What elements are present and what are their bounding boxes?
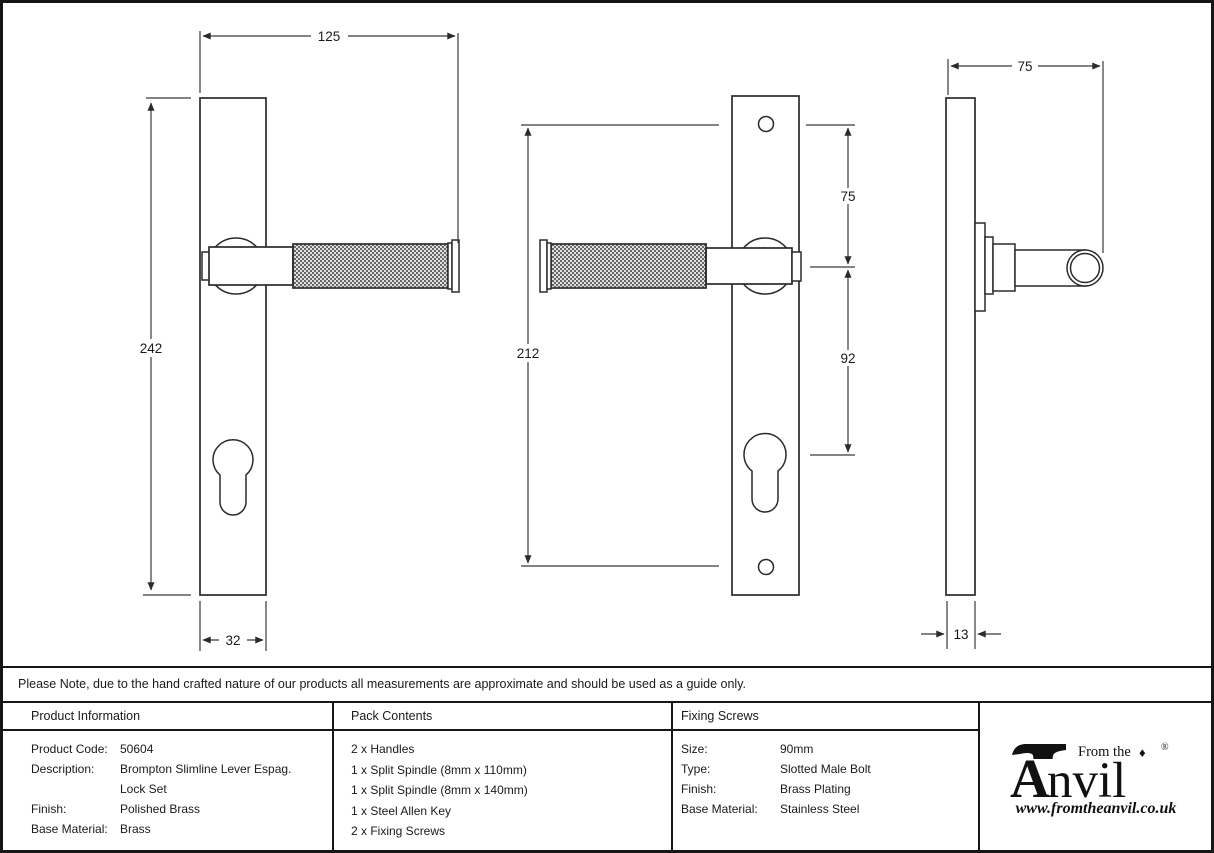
pack-contents-body: 2 x Handles 1 x Split Spindle (8mm x 110… [334,731,671,850]
side-backplate [945,97,976,596]
list-item: 1 x Steel Allen Key [351,803,452,818]
rear-lever-cap-inner [546,242,552,290]
row-label: Base Material: [681,802,758,816]
table-row: Type: Slotted Male Bolt [673,759,978,779]
side-rose-step [984,236,994,295]
front-width-dimension: 125 [318,29,341,44]
row-value: Brass [120,822,151,836]
side-thickness-extension-lines [946,601,976,649]
product-information-column: Product Information Product Code: 50604 … [3,703,334,850]
table-row: Product Code: 50604 [3,739,332,759]
side-rose-base [974,222,986,312]
table-row: Base Material: Stainless Steel [673,799,978,819]
pack-contents-header: Pack Contents [334,703,671,731]
fixing-screws-header: Fixing Screws [673,703,978,731]
side-lever-collar [992,243,1016,292]
rear-backplate [731,95,800,596]
front-backplate [199,97,267,596]
info-table: Product Information Product Code: 50604 … [3,701,1211,850]
table-row: Finish: Polished Brass [3,799,332,819]
rear-top-screw-hole [757,115,775,133]
row-value: 90mm [780,742,814,756]
row-label: Description: [31,762,95,776]
fixing-screws-body: Size: 90mm Type: Slotted Male Bolt Finis… [673,731,978,850]
technical-drawing-svg: 125 242 32 [132,28,1104,651]
list-item: 2 x Fixing Screws [351,824,446,838]
rear-centres-extension-lines [521,124,719,567]
front-view: 125 242 32 [132,28,460,651]
rear-top-extension-lines [806,124,855,268]
side-thickness-dimension: 13 [953,627,968,642]
product-information-body: Product Code: 50604 Description: Brompto… [3,731,332,850]
row-value: Stainless Steel [780,802,860,816]
rear-lever-neck [705,247,793,285]
logo-from-the: From the [1078,744,1131,760]
rear-lever-collar [791,251,802,282]
rear-top-to-handle-dimension: 75 [840,189,855,204]
brand-logo-cell: A nvil From the ♦ ® www.fromtheanvil.co.… [980,703,1211,850]
front-width-extension-lines [199,31,459,243]
list-item: 1 x Split Spindle (8mm x 140mm) [351,783,528,797]
front-plate-width-dimension: 32 [225,633,240,648]
front-euro-keyhole [212,439,254,516]
row-label: Type: [681,762,711,776]
front-lever-knurled-grip [292,243,449,289]
measurement-note: Please Note, due to the hand crafted nat… [3,666,1211,701]
rear-bottom-screw-hole [757,558,775,576]
diamond-icon: ♦ [1139,745,1146,760]
front-lever-cap-outer [451,239,460,293]
side-projection-extension-lines [947,59,1104,253]
row-label: Base Material: [31,822,108,836]
row-value: Brass Plating [780,782,851,796]
side-projection-dimension: 75 [1017,59,1032,74]
row-value: Brompton Slimline Lever Espag. Lock Set [120,762,292,796]
front-height-dimension: 242 [140,341,163,356]
front-plate-width-extension-lines [199,601,267,651]
table-row: Description: Brompton Slimline Lever Esp… [3,759,332,799]
row-label: Size: [681,742,708,756]
rear-view: 212 75 92 [508,95,860,596]
list-item: 1 x Split Spindle (8mm x 110mm) [351,762,527,777]
anvil-icon [1011,743,1066,759]
side-view: 75 13 [921,58,1104,649]
rear-handle-to-cylinder-dimension: 92 [840,351,855,366]
logo-website: www.fromtheanvil.co.uk [1015,800,1176,817]
fixing-screws-column: Fixing Screws Size: 90mm Type: Slotted M… [673,703,980,850]
side-grip-end-inner [1069,252,1101,284]
registered-trademark-icon: ® [1161,742,1169,753]
product-information-header: Product Information [3,703,332,731]
table-row: Base Material: Brass [3,819,332,839]
pack-contents-column: Pack Contents 2 x Handles 1 x Split Spin… [334,703,673,850]
front-lever-neck [208,246,294,286]
row-label: Product Code: [31,742,108,756]
from-the-anvil-logo: A nvil From the ♦ ® www.fromtheanvil.co.… [1010,742,1176,817]
rear-centres-dimension: 212 [517,346,540,361]
row-value: Polished Brass [120,802,201,816]
rear-lever-cap-outer [539,239,548,293]
logo-name-rest: nvil [1047,753,1126,809]
row-label: Finish: [681,782,717,796]
rear-euro-keyhole [743,432,787,513]
list-item: 2 x Handles [351,742,415,756]
row-label: Finish: [31,802,67,816]
row-value: 50604 [120,742,154,756]
front-height-extension-lines [143,97,191,596]
technical-drawing-area: 125 242 32 [3,3,1211,666]
table-row: Size: 90mm [673,739,978,759]
measurement-note-text: Please Note, due to the hand crafted nat… [18,677,747,691]
rear-lever-knurled-grip [550,243,707,289]
table-row: Finish: Brass Plating [673,779,978,799]
logo-letter-a: A [1010,748,1050,809]
row-value: Slotted Male Bolt [780,762,871,776]
